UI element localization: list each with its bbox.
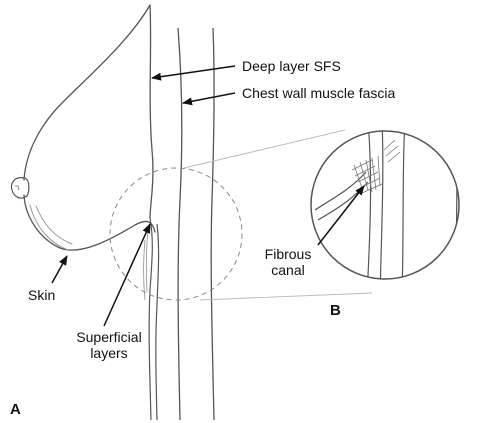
deep-layer-sfs-line bbox=[149, 4, 154, 219]
label-arrows bbox=[51, 65, 365, 327]
zoom-skin-line-1 bbox=[314, 171, 367, 211]
chest-wall-fascia-line-1 bbox=[177, 27, 183, 421]
zoom-circle bbox=[310, 130, 460, 280]
arrow-deep-layer-sfs bbox=[151, 65, 236, 81]
zoom-fascia-line-2 bbox=[379, 131, 384, 279]
zoom-fascia-line-3 bbox=[401, 131, 406, 279]
skin-shading bbox=[29, 204, 73, 251]
panel-label-b: B bbox=[330, 302, 341, 319]
zoom-fascia-line-1 bbox=[366, 131, 372, 279]
zoom-canal-hatching bbox=[351, 139, 401, 194]
label-superficial-layers: Superficial layers bbox=[64, 329, 154, 361]
panel-label-a: A bbox=[10, 401, 21, 418]
breast-contour-lower bbox=[23, 194, 156, 251]
zoom-circle-border bbox=[310, 130, 460, 280]
nipple bbox=[10, 177, 30, 199]
arrow-skin bbox=[51, 255, 68, 284]
label-chest-wall-muscle-fascia: Chest wall muscle fascia bbox=[242, 85, 396, 101]
breast-outline bbox=[23, 4, 156, 251]
detail-region-circle bbox=[109, 167, 243, 301]
label-skin: Skin bbox=[28, 287, 56, 303]
label-deep-layer-sfs: Deep layer SFS bbox=[242, 58, 341, 74]
label-fibrous-canal: Fibrous canal bbox=[258, 246, 318, 278]
fascia-layers bbox=[149, 4, 215, 421]
label-superficial-layers-line2: layers bbox=[90, 345, 128, 361]
label-fibrous-canal-line1: Fibrous bbox=[264, 246, 312, 262]
arrow-superficial-layers bbox=[103, 223, 151, 327]
label-superficial-layers-line1: Superficial bbox=[76, 329, 142, 345]
arrow-chest-wall-fascia bbox=[182, 92, 236, 106]
label-fibrous-canal-line2: canal bbox=[271, 262, 305, 278]
superficial-layers bbox=[143, 217, 160, 421]
superficial-layer-line-2 bbox=[155, 223, 160, 421]
zoom-guide-lines bbox=[183, 129, 373, 301]
breast-contour-upper bbox=[23, 4, 151, 181]
chest-wall-fascia-line-2 bbox=[210, 27, 215, 421]
superficial-layer-line-1 bbox=[148, 217, 153, 421]
arrow-fibrous-canal bbox=[317, 185, 365, 246]
superficial-shading bbox=[143, 229, 149, 301]
